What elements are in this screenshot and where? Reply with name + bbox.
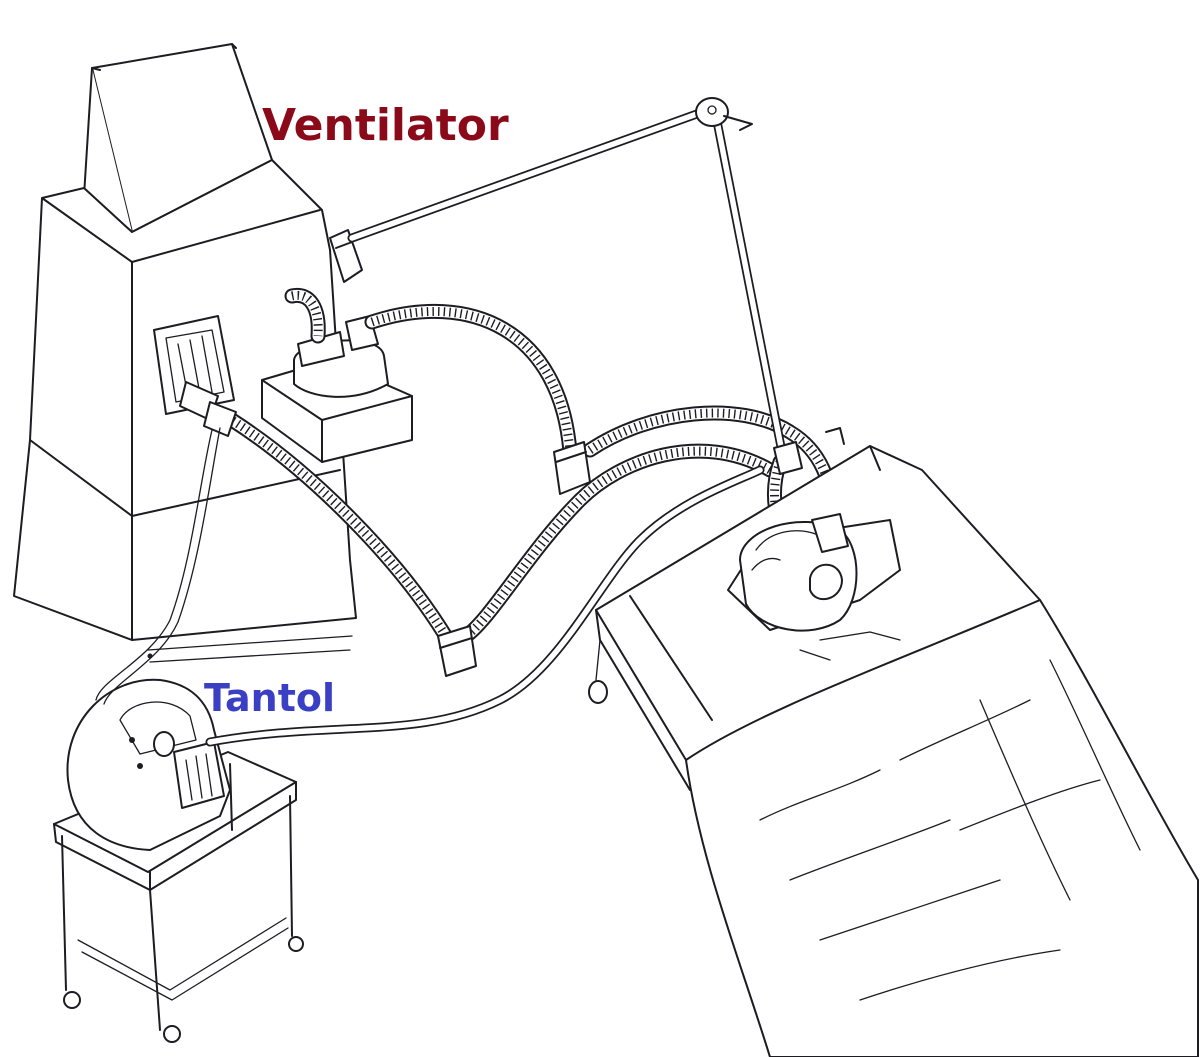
ventilator-label: Ventilator (262, 100, 509, 151)
humidifier (261, 315, 413, 463)
ventilator-upper-port (329, 229, 363, 283)
ventilator-monitor (83, 43, 273, 233)
y-piece-connector (773, 427, 845, 475)
tantol-label: Tantol (204, 676, 336, 720)
vent-outlet-connector (179, 381, 237, 437)
hose-humidifier-to-trap (364, 303, 578, 460)
patient (727, 513, 901, 661)
hose-return-limb (224, 412, 456, 648)
tantol-cable-to-ventilator (95, 427, 221, 705)
hose-support-arm (347, 97, 787, 457)
tantol-tube-to-patient (205, 465, 765, 747)
ventilator-bag-panel (153, 315, 235, 415)
tantol-device (66, 678, 231, 851)
hose-vent-to-humidifier (284, 287, 326, 344)
water-trap-upper (553, 441, 591, 495)
water-trap-lower (437, 625, 477, 677)
bed-blanket (685, 599, 1199, 1057)
hose-expiratory-limb (458, 443, 778, 644)
